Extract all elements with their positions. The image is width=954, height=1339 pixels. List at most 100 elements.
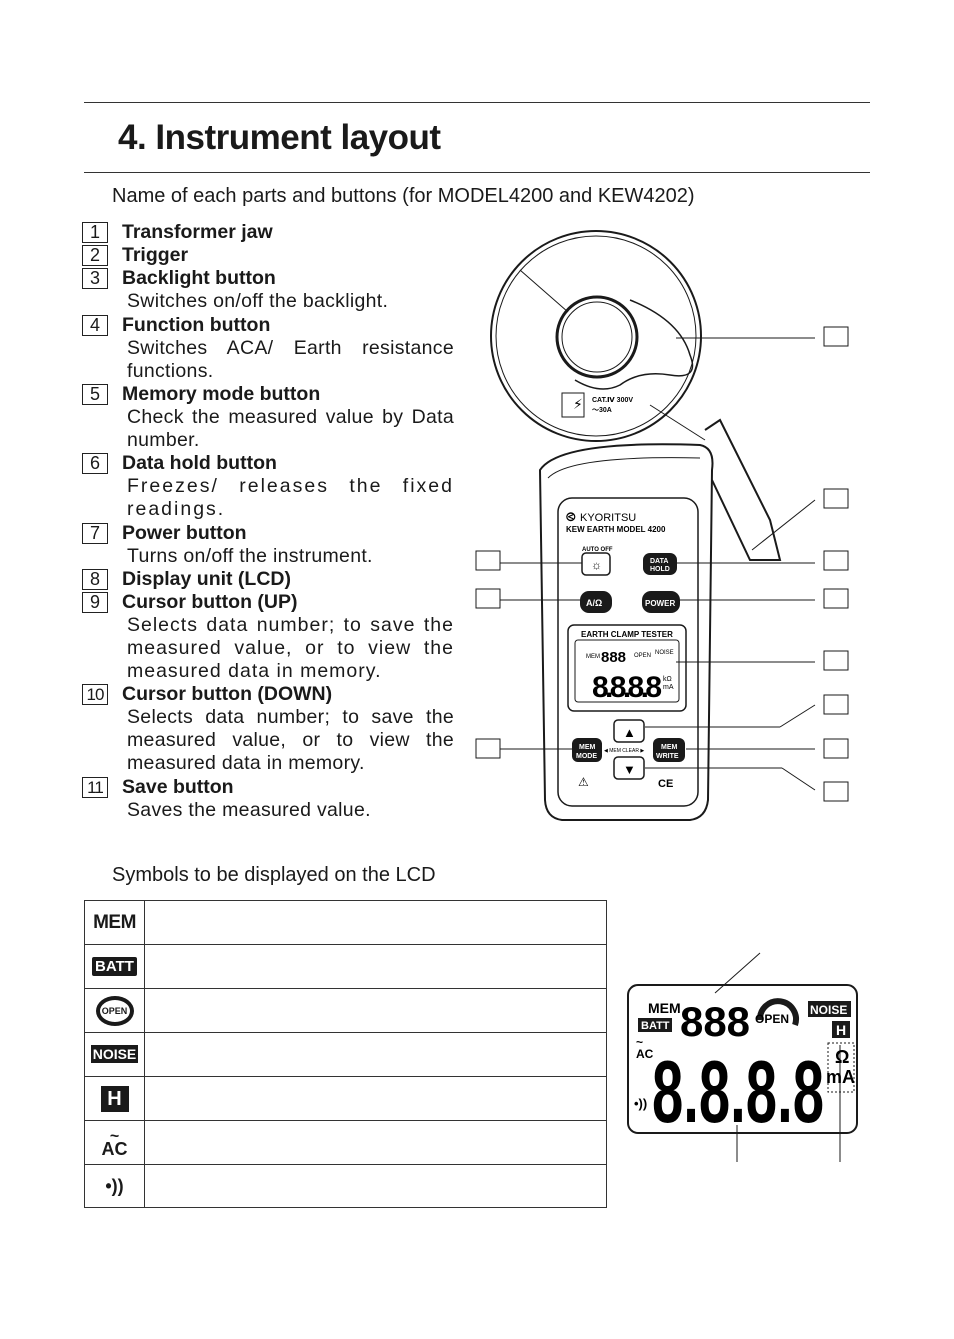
instrument-illustration: ⚡ CAT.Ⅳ 300V ～30A ⧀ KYORITSU KEW EARTH M… <box>475 230 849 821</box>
part-desc: Check the measured value by Data number. <box>127 406 454 451</box>
brand-label: KYORITSU <box>580 512 636 524</box>
mem-write-label: WRITE <box>656 753 679 760</box>
page-title: 4. Instrument layout <box>118 118 441 157</box>
part-desc: Freezes/ releases the fixed readings. <box>127 475 454 520</box>
open-icon: OPEN <box>95 995 134 1026</box>
part-title: Memory mode button <box>122 383 321 405</box>
part-desc: Selects data number; to save the measure… <box>127 706 454 774</box>
lcd-h-icon <box>832 1021 850 1038</box>
auto-off-label: AUTO OFF <box>582 547 613 553</box>
table-row: •)) <box>84 1164 607 1208</box>
lcd-noise-icon <box>808 1001 851 1017</box>
lcd-noise: NOISE <box>810 1003 847 1017</box>
lcd-open-ring-icon <box>757 998 799 1026</box>
current-label: ～30A <box>592 407 612 414</box>
part-item-10: 10 Cursor button (DOWN) Selects data numb… <box>82 683 454 775</box>
mini-noise: NOISE <box>655 650 674 656</box>
part-title: Transformer jaw <box>122 221 273 243</box>
buzzer-icon: •)) <box>105 1175 124 1196</box>
part-desc: Selects data number; to save the measure… <box>127 614 454 682</box>
part-desc: Saves the measured value. <box>127 799 371 821</box>
ac-icon: ~AC <box>101 1127 128 1159</box>
part-number: 1 <box>82 222 108 243</box>
part-number: 6 <box>82 453 108 474</box>
mini-big-digits: 8.8.8.8 <box>592 671 662 704</box>
mini-small-digits: 888 <box>601 649 626 666</box>
lcd-batt: BATT <box>641 1020 670 1032</box>
lcd-frame <box>627 984 858 1134</box>
mini-unit-ohm: kΩ <box>663 676 672 683</box>
lcd-big-digits: 8.8.8.8 <box>652 1042 824 1141</box>
mini-unit-ma: mA <box>663 684 674 691</box>
ce-mark: CE <box>658 778 673 790</box>
power-label: POWER <box>645 599 675 608</box>
symbol-desc <box>144 1164 607 1208</box>
part-number: 3 <box>82 268 108 289</box>
lcd-ac: AC <box>636 1047 654 1061</box>
data-hold-button[interactable] <box>643 553 677 575</box>
part-number: 5 <box>82 384 108 405</box>
backlight-icon: ☼ <box>591 558 602 572</box>
part-title: Function button <box>122 314 271 336</box>
part-desc: Switches ACA/ Earth resistance functions… <box>127 337 454 382</box>
part-title: Cursor button (UP) <box>122 591 298 613</box>
part-title: Display unit (LCD) <box>122 568 291 590</box>
table-row: OPEN <box>84 988 607 1033</box>
part-title: Data hold button <box>122 452 277 474</box>
mem-write-button[interactable] <box>653 738 685 762</box>
data-hold-label: HOLD <box>650 566 670 573</box>
cursor-up-icon[interactable]: ▲ <box>623 725 636 740</box>
symbol-desc <box>144 1076 607 1121</box>
title-rule <box>84 172 870 173</box>
mem-mode-label: MEM <box>579 744 596 751</box>
hold-h-icon: H <box>100 1085 129 1112</box>
part-item-1: 1 Transformer jaw <box>82 221 454 244</box>
lcd-ohm: Ω <box>835 1047 849 1067</box>
lcd-mem: MEM <box>648 1000 681 1016</box>
lcd-h: H <box>836 1022 846 1038</box>
lcd-small-digits: 888 <box>680 998 750 1045</box>
part-number: 10 <box>82 684 108 705</box>
lcd-buzzer: •)) <box>634 1096 647 1111</box>
table-row: NOISE <box>84 1032 607 1077</box>
mem-mode-button[interactable] <box>572 738 602 762</box>
cursor-down-icon[interactable]: ▼ <box>623 762 636 777</box>
part-desc: Switches on/off the backlight. <box>127 290 389 312</box>
part-number: 11 <box>82 777 108 798</box>
table-row: MEM <box>84 900 607 945</box>
symbol-desc <box>144 1120 607 1165</box>
top-rule <box>84 102 870 103</box>
part-title: Power button <box>122 522 247 544</box>
part-item-11: 11 Save button Saves the measured value. <box>82 776 454 822</box>
lcd-ma: mA <box>826 1067 855 1087</box>
mem-mode-label: MODE <box>576 753 597 760</box>
battery-icon: BATT <box>92 957 137 976</box>
mini-mem: MEM <box>586 654 600 660</box>
data-hold-label: DATA <box>650 558 668 565</box>
mem-icon: MEM <box>93 911 136 933</box>
function-label: A/Ω <box>586 598 602 608</box>
mem-write-label: MEM <box>661 744 678 751</box>
part-title: Cursor button (DOWN) <box>122 683 333 705</box>
lcd-diagram: MEM BATT 888 OPEN NOISE H ~ AC 8.8.8.8 Ω… <box>627 952 858 1162</box>
symbols-title: Symbols to be displayed on the LCD <box>112 864 436 886</box>
warning-icon: ⚠ <box>578 775 589 789</box>
part-number: 9 <box>82 592 108 613</box>
power-button[interactable] <box>642 591 680 613</box>
lcd-ac-tilde: ~ <box>636 1035 643 1049</box>
part-number: 7 <box>82 523 108 544</box>
part-title: Save button <box>122 776 234 798</box>
function-button[interactable] <box>580 591 612 613</box>
page-subtitle: Name of each parts and buttons (for MODE… <box>112 185 695 207</box>
table-row: BATT <box>84 944 607 989</box>
part-item-5: 5 Memory mode button Check the measured v… <box>82 383 454 452</box>
part-number: 4 <box>82 315 108 336</box>
symbol-desc <box>144 944 607 989</box>
high-voltage-icon: ⚡ <box>573 396 583 412</box>
cat-label: CAT.Ⅳ 300V <box>592 397 633 404</box>
mini-open: OPEN <box>634 653 651 659</box>
part-item-6: 6 Data hold button Freezes/ releases the … <box>82 452 454 521</box>
